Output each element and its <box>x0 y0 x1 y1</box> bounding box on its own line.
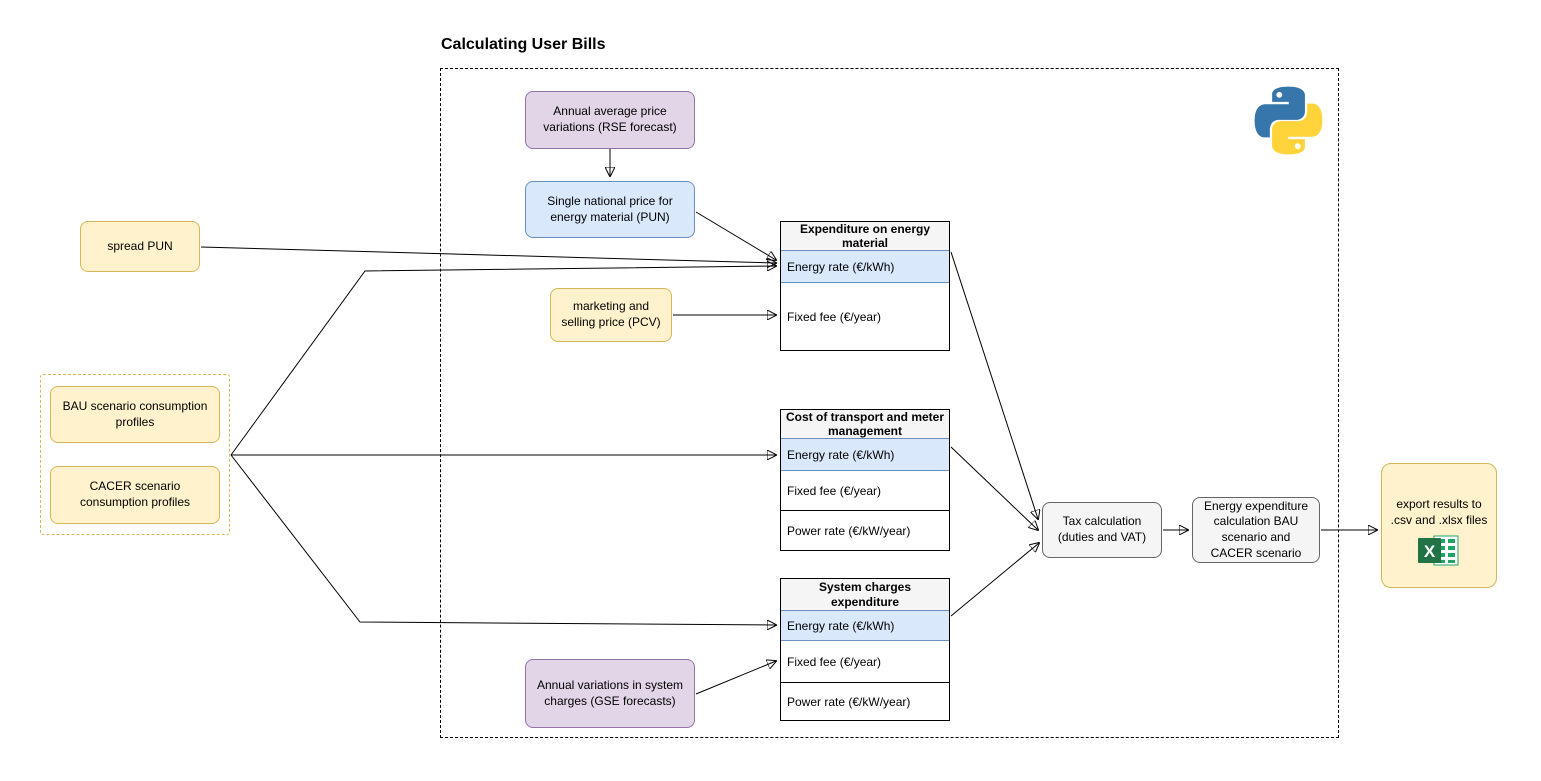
svg-text:X: X <box>1424 542 1436 561</box>
table-system-charges-title: System charges expenditure <box>781 579 949 611</box>
node-export-results-label: export results to .csv and .xlsx files <box>1390 496 1488 527</box>
node-gse-forecasts-label: Annual variations in system charges (GSE… <box>536 677 684 708</box>
table-row-fixed-fee: Fixed fee (€/year) <box>787 654 882 669</box>
table-row-fixed-fee: Fixed fee (€/year) <box>787 309 882 324</box>
node-bau-profiles-label: BAU scenario consumption profiles <box>62 398 208 429</box>
table-system-charges: System charges expenditure Energy rate (… <box>780 578 950 721</box>
node-gse-forecasts: Annual variations in system charges (GSE… <box>525 659 695 728</box>
table-energy-material-title: Expenditure on energy material <box>781 222 949 251</box>
node-tax-calculation: Tax calculation (duties and VAT) <box>1042 502 1162 558</box>
python-logo-icon <box>1254 86 1323 155</box>
node-bau-profiles: BAU scenario consumption profiles <box>50 386 220 443</box>
table-row-fixed-fee: Fixed fee (€/year) <box>787 483 882 498</box>
table-transport: Cost of transport and meter management E… <box>780 409 950 551</box>
node-pcv: marketing and selling price (PCV) <box>550 288 672 342</box>
node-export-results: export results to .csv and .xlsx files X <box>1381 463 1497 588</box>
node-energy-expenditure-calc-label: Energy expenditure calculation BAU scena… <box>1203 498 1309 560</box>
excel-icon: X <box>1418 535 1459 566</box>
node-spread-pun: spread PUN <box>80 221 200 272</box>
table-energy-material: Expenditure on energy material Energy ra… <box>780 221 950 351</box>
node-tax-calculation-label: Tax calculation (duties and VAT) <box>1057 514 1147 544</box>
page-title: Calculating User Bills <box>441 36 606 53</box>
node-rse-forecast: Annual average price variations (RSE for… <box>525 91 695 149</box>
table-row-power-rate: Power rate (€/kW/year) <box>781 510 949 550</box>
node-spread-pun-label: spread PUN <box>107 238 173 253</box>
node-pun-label: Single national price for energy materia… <box>547 193 673 224</box>
table-transport-title: Cost of transport and meter management <box>781 410 949 439</box>
table-row-power-rate: Power rate (€/kW/year) <box>781 682 949 720</box>
node-cacer-profiles-label: CACER scenario consumption profiles <box>79 479 191 509</box>
node-rse-forecast-label: Annual average price variations (RSE for… <box>543 104 677 134</box>
table-row-energy-rate: Energy rate (€/kWh) <box>781 610 949 641</box>
node-energy-expenditure-calc: Energy expenditure calculation BAU scena… <box>1192 497 1320 563</box>
table-row-energy-rate: Energy rate (€/kWh) <box>781 438 949 471</box>
node-cacer-profiles: CACER scenario consumption profiles <box>50 466 220 524</box>
table-row-energy-rate: Energy rate (€/kWh) <box>781 250 949 283</box>
node-pcv-label: marketing and selling price (PCV) <box>561 299 661 329</box>
consumption-profiles-container <box>40 374 230 535</box>
node-pun: Single national price for energy materia… <box>525 181 695 238</box>
